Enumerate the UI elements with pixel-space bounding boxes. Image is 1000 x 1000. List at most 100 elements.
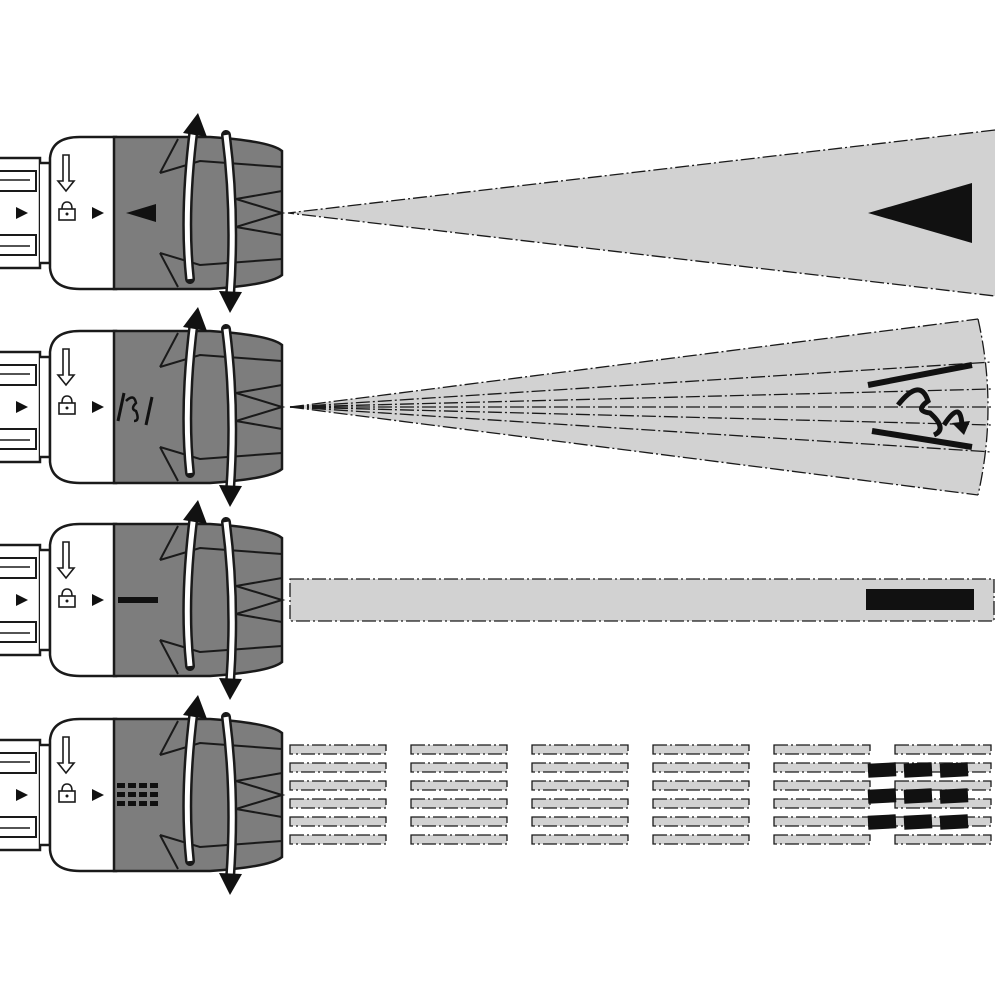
rotate-up-arrow-core	[184, 708, 197, 862]
row-mist	[0, 307, 993, 507]
rotate-up-arrowhead	[183, 500, 207, 524]
head-tip	[235, 198, 286, 228]
handle-slot-top	[0, 752, 37, 774]
handle-slot-bottom	[0, 621, 37, 643]
spray-fan-line	[289, 318, 979, 408]
collar	[48, 329, 118, 485]
head-ridge	[159, 525, 179, 561]
flat-bar-icon	[118, 597, 158, 603]
jet-triangle-mark	[126, 204, 156, 222]
mist-wave	[125, 396, 139, 423]
head-ridge	[235, 420, 283, 430]
shower-dot	[867, 762, 897, 778]
spray-fan-line	[289, 406, 993, 453]
rotate-up-arrowhead	[183, 695, 207, 719]
spray-flat	[289, 578, 995, 622]
shower-stream-edge	[773, 780, 871, 791]
spray-cone	[288, 130, 995, 296]
head-ridge	[159, 252, 179, 288]
handle-stub	[0, 543, 42, 657]
shower-stream	[653, 835, 749, 844]
shower-dot	[117, 801, 125, 806]
handle-slot-lines	[0, 566, 30, 634]
rotate-down-arrowhead	[219, 485, 242, 507]
padlock-keyhole	[65, 212, 69, 216]
rotate-arrows-icon	[182, 113, 242, 313]
shower-stream	[653, 781, 749, 790]
shower-stream	[411, 781, 507, 790]
pointer-triangle-icon	[16, 401, 28, 413]
handle-slot-bottom	[0, 816, 37, 838]
rotate-arrows-icon	[182, 307, 242, 507]
spray-fan-line	[289, 406, 993, 426]
handle-slot-bottom	[0, 428, 37, 450]
collar	[48, 522, 118, 678]
shower-stream-edge	[410, 798, 508, 809]
spray-shower	[289, 744, 992, 845]
shower-stream	[895, 745, 991, 754]
shower-stream-edge	[410, 762, 508, 773]
head-ridge	[159, 332, 179, 368]
jet-triangle-icon	[868, 183, 972, 243]
nozzle-head	[112, 522, 286, 678]
shower-stream-edge	[410, 816, 508, 827]
rotate-up-arrowhead	[183, 113, 207, 137]
shower-dot	[150, 801, 158, 806]
nozzle-head	[112, 717, 286, 873]
jet-triangle-icon	[126, 204, 156, 222]
shower-dot	[867, 814, 897, 830]
head-ridge	[159, 252, 283, 267]
shower-stream	[411, 817, 507, 826]
handle-slot-top	[0, 364, 37, 386]
pointer-triangle-icon	[16, 594, 28, 606]
head-ridge	[235, 808, 283, 818]
rotate-down-arrowhead	[219, 678, 242, 700]
pointer-triangle-icon	[92, 594, 104, 606]
shower-dot	[939, 814, 969, 830]
collar	[48, 135, 118, 291]
shower-stream-edge	[289, 816, 387, 827]
spray-jet	[287, 129, 996, 297]
row-shower	[0, 695, 992, 895]
shower-stream	[895, 835, 991, 844]
shower-stream	[774, 763, 870, 772]
shower-stream-edge	[289, 834, 387, 845]
pointer-triangle-icon	[92, 207, 104, 219]
padlock-keyhole	[65, 406, 69, 410]
spray-fan-line	[289, 388, 993, 408]
shower-dot	[939, 762, 969, 778]
padlock-shackle	[61, 783, 73, 792]
shower-stream	[532, 799, 628, 808]
shower-dot	[117, 783, 125, 788]
shower-stream-edge	[652, 744, 750, 755]
pointer-triangle-icon	[16, 207, 28, 219]
mist-wave-arrowhead	[952, 421, 970, 435]
shower-dot	[128, 801, 136, 806]
head-ridge	[159, 446, 283, 461]
mist-bar-bottom	[871, 428, 973, 450]
shower-dot	[903, 814, 933, 830]
shower-dot	[139, 783, 147, 788]
shower-dot	[867, 788, 897, 804]
flat-bar-icon	[866, 589, 974, 610]
shower-stream	[290, 745, 386, 754]
padlock-icon	[58, 588, 76, 608]
head-ridge	[235, 613, 283, 623]
head-ridge	[235, 772, 283, 782]
shower-stream-edge	[652, 798, 750, 809]
shower-stream-edge	[531, 798, 629, 809]
shower-stream-edge	[652, 816, 750, 827]
shower-dot	[128, 783, 136, 788]
collar	[48, 717, 118, 873]
head-ridge	[235, 577, 283, 587]
spray-mist	[289, 318, 993, 496]
shower-stream-edge	[894, 780, 992, 791]
handle-slot-lines	[0, 373, 30, 441]
spray-fan-line	[289, 406, 979, 496]
shower-stream	[895, 781, 991, 790]
nozzle-head	[112, 329, 286, 485]
rotate-down-arrow-core	[223, 716, 235, 880]
shower-stream-edge	[410, 744, 508, 755]
head-ridge	[159, 834, 179, 870]
